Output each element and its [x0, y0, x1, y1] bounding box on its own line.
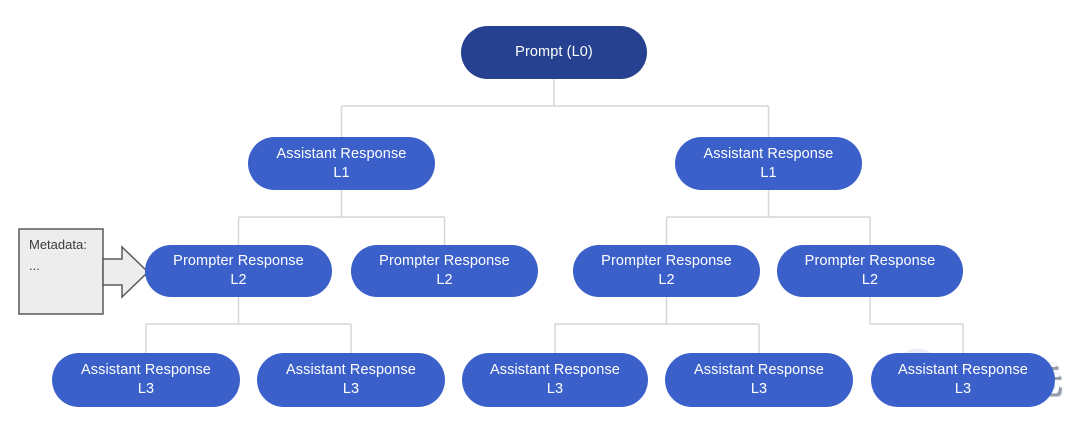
- metadata-callout: Metadata: ...: [18, 228, 150, 316]
- tree-node-l3c: Assistant Response L3: [462, 353, 648, 407]
- tree-node-l2c: Prompter Response L2: [573, 245, 760, 297]
- tree-node-l0: Prompt (L0): [461, 26, 647, 79]
- tree-node-l3a: Assistant Response L3: [52, 353, 240, 407]
- tree-node-l3b: Assistant Response L3: [257, 353, 445, 407]
- tree-node-l1b: Assistant Response L1: [675, 137, 862, 190]
- tree-node-l2d: Prompter Response L2: [777, 245, 963, 297]
- tree-node-l3e: Assistant Response L3: [871, 353, 1055, 407]
- tree-node-l2b: Prompter Response L2: [351, 245, 538, 297]
- callout-label: Metadata: ...: [29, 237, 87, 273]
- tree-node-l3d: Assistant Response L3: [665, 353, 853, 407]
- callout-arrow-shape: [18, 228, 150, 315]
- tree-node-l1a: Assistant Response L1: [248, 137, 435, 190]
- tree-node-l2a: Prompter Response L2: [145, 245, 332, 297]
